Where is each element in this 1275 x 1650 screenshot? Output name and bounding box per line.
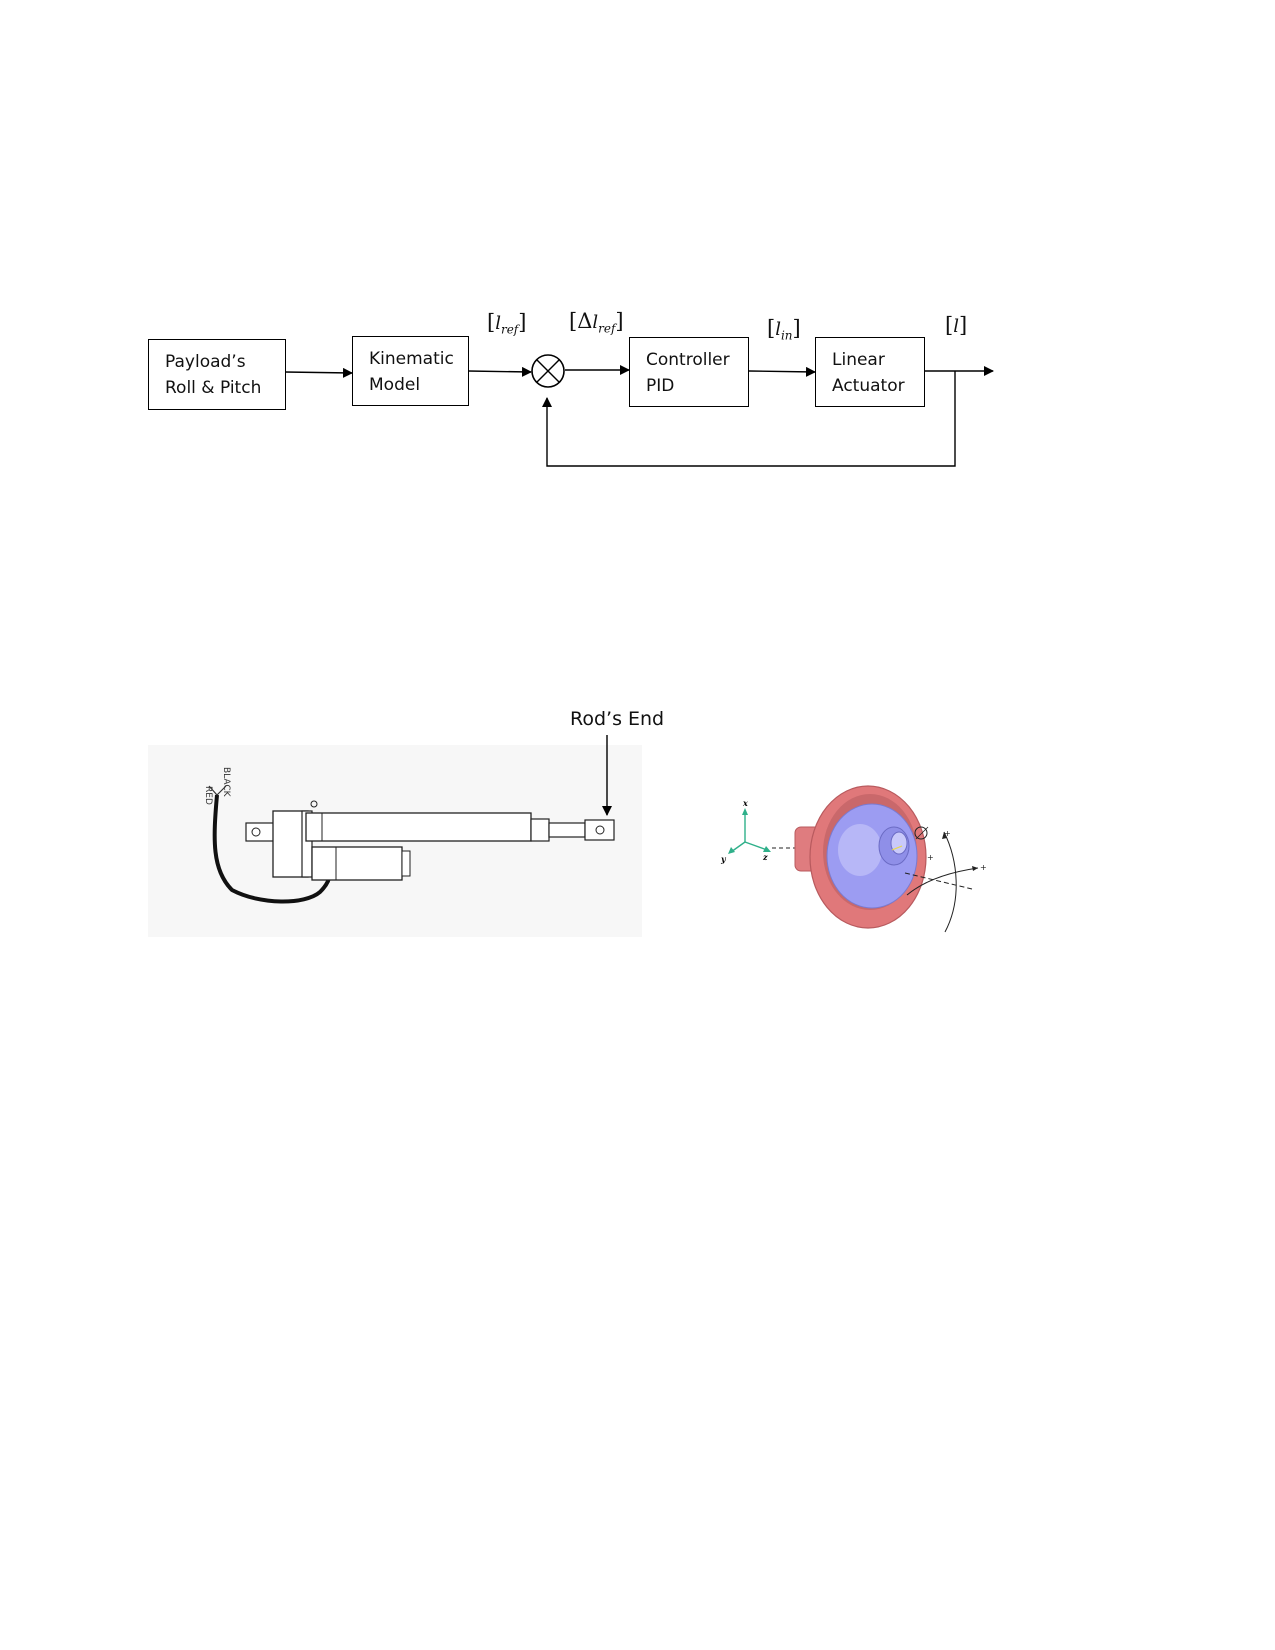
kinematic-model-block: Kinematic Model: [352, 336, 469, 406]
rod-end: [584, 819, 615, 841]
wire-fork: [208, 785, 227, 796]
coordinate-frame: x y z: [720, 798, 800, 864]
ball-highlight: [838, 824, 882, 876]
rotation-arc-vertical: [943, 831, 957, 933]
joint-axis-dashed: [904, 872, 973, 890]
signal-l-ref: [lref]: [487, 310, 527, 337]
svg-text:+: +: [980, 863, 987, 872]
feedback-path: [542, 371, 956, 467]
signal-l-in: [lin]: [767, 316, 801, 343]
block-line: Controller: [646, 350, 730, 370]
block-line: Actuator: [832, 376, 905, 396]
block-line: PID: [646, 376, 675, 396]
block-line: Linear: [832, 350, 885, 370]
gearbox-plate: [301, 810, 313, 878]
arrow-payload-to-kinematic: [284, 367, 353, 378]
outer-tube: [305, 812, 532, 842]
screw-icon: [310, 800, 318, 808]
signal-l-output: [l]: [945, 313, 968, 337]
block-line: Model: [369, 375, 421, 395]
center-marker: [891, 845, 903, 851]
svg-text:+: +: [927, 853, 934, 862]
block-line: Payload’s: [165, 352, 246, 372]
wire-label-black: BLACK: [221, 767, 231, 798]
payload-roll-pitch-block: Payload’s Roll & Pitch: [148, 339, 286, 410]
axis-label-y: y: [720, 854, 727, 864]
axis-label-z: z: [762, 852, 768, 862]
rod-end-hole: [595, 825, 605, 835]
rotation-indicator-icon: [914, 826, 928, 840]
block-line: Kinematic: [369, 349, 454, 369]
arrow-kinematic-to-summer: [467, 366, 532, 377]
rods-end-callout: Rod’s End: [570, 708, 665, 730]
motor-endcap: [401, 850, 411, 877]
ball-stem-tip: [890, 831, 908, 855]
controller-pid-block: Controller PID: [629, 337, 749, 407]
block-line: Roll & Pitch: [165, 378, 262, 398]
axis-label-x: x: [742, 798, 748, 808]
svg-text:+: +: [944, 829, 951, 838]
arrow-controller-to-actuator: [748, 366, 816, 377]
rear-clevis-hole: [251, 827, 261, 837]
signal-delta-l-ref: [Δlref]: [569, 309, 624, 336]
wire-label-red: RED: [203, 786, 213, 805]
linear-actuator-block: Linear Actuator: [815, 337, 925, 407]
summing-junction: [531, 354, 565, 388]
rotation-arc-horizontal: [906, 867, 979, 896]
motor-body: [311, 846, 403, 881]
